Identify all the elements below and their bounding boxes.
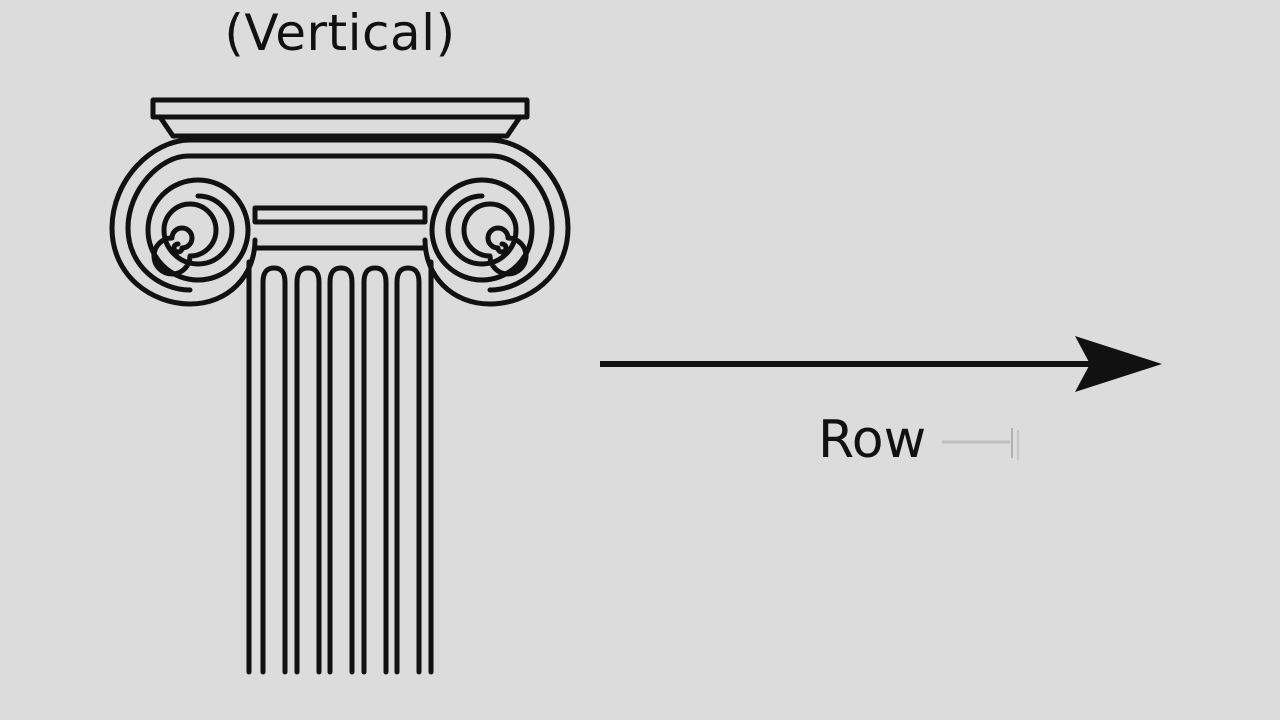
column-collar bbox=[252, 205, 428, 225]
arrow-head bbox=[1075, 336, 1162, 392]
arrow-label: Row bbox=[818, 410, 927, 470]
left-volute-spiral bbox=[145, 177, 251, 283]
column-volute-band-left bbox=[109, 137, 258, 307]
column-label: (Vertical) bbox=[224, 4, 456, 62]
column-flutes bbox=[260, 265, 422, 675]
right-arrow-icon bbox=[600, 336, 1162, 392]
right-volute-spiral bbox=[429, 177, 535, 283]
ionic-column-icon bbox=[109, 97, 571, 675]
column-volute-inner-band-left bbox=[125, 153, 193, 293]
column-volute-inner-band bbox=[185, 153, 555, 293]
column-volute-band bbox=[187, 137, 571, 307]
column-echinus bbox=[157, 114, 523, 139]
smudge-mark bbox=[942, 428, 1019, 460]
column-abacus bbox=[150, 97, 530, 120]
